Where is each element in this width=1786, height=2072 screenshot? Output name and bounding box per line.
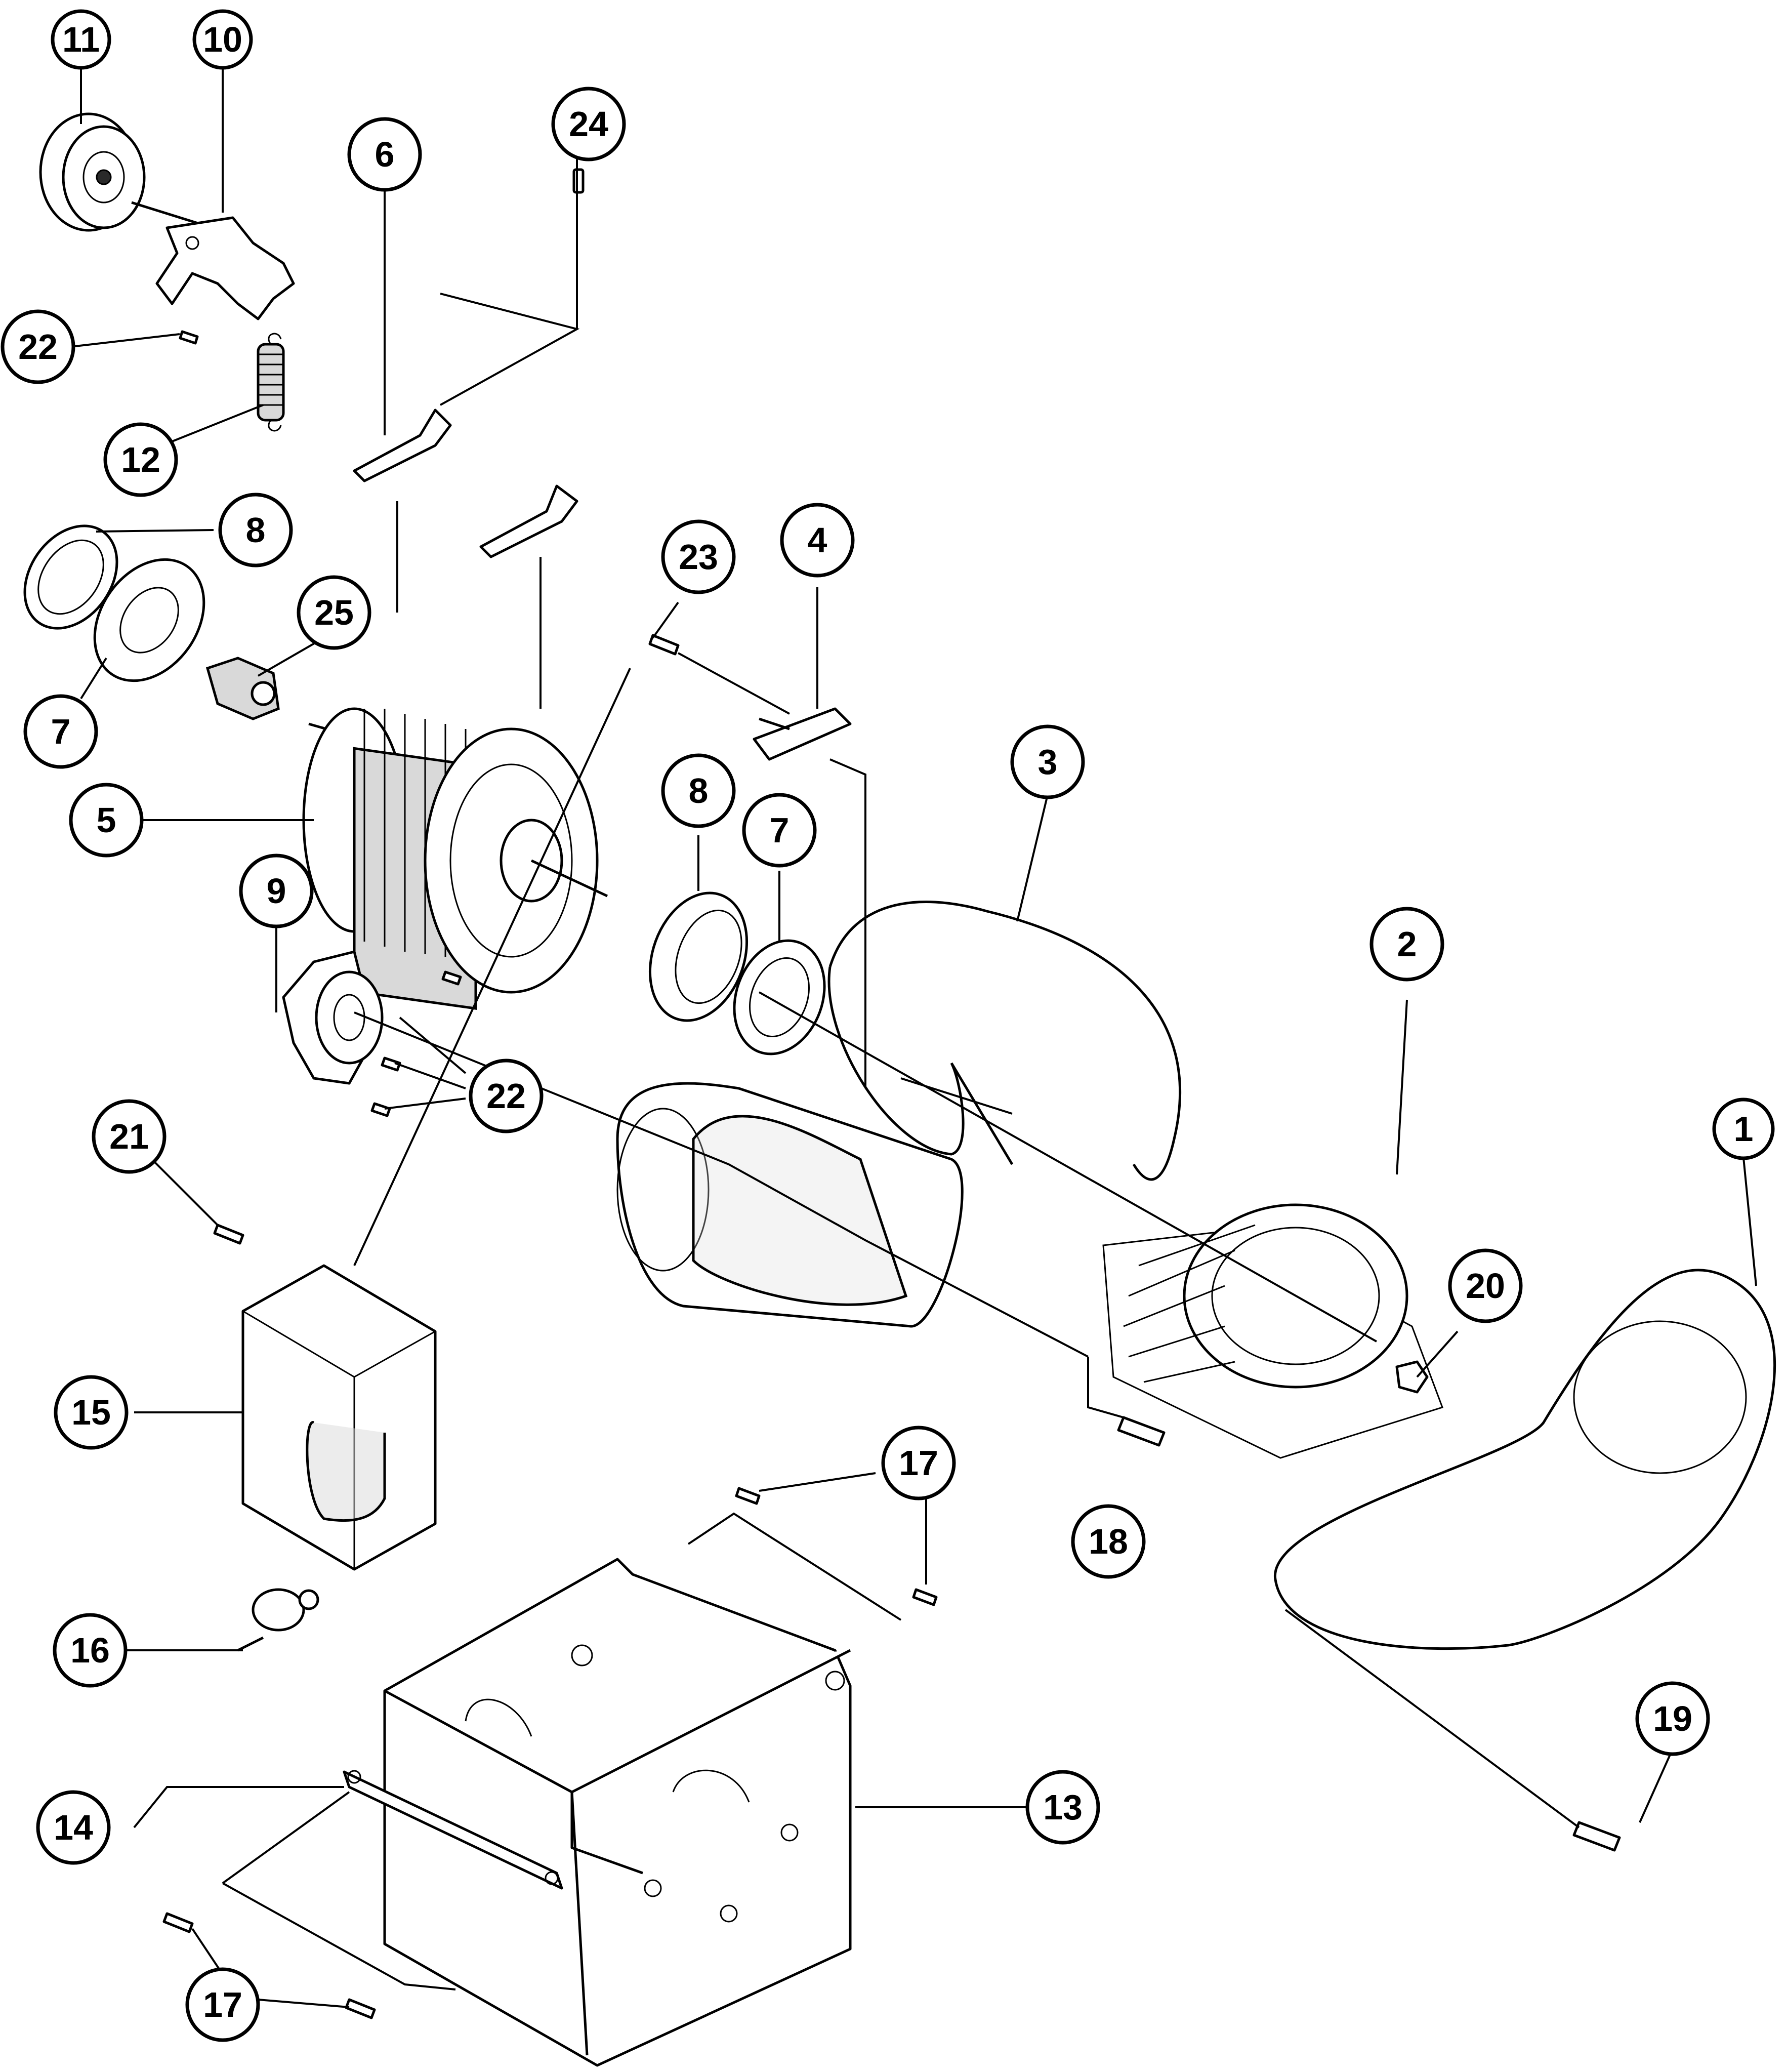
svg-text:14: 14 (54, 1808, 93, 1847)
blower-cover (1274, 1269, 1776, 1650)
callout-14: 14 (36, 1790, 111, 1865)
svg-text:17: 17 (899, 1443, 938, 1483)
screw-22-upper (179, 330, 199, 345)
callout-7-lower: 7 (742, 793, 817, 868)
callout-2: 2 (1369, 907, 1444, 982)
screw-23 (648, 634, 680, 656)
capacitor (241, 1264, 437, 1571)
svg-text:8: 8 (689, 771, 709, 810)
svg-text:5: 5 (97, 800, 116, 840)
svg-text:17: 17 (203, 1985, 242, 2024)
bearing-lower (648, 891, 749, 1022)
callout-15: 15 (54, 1375, 129, 1450)
svg-text:3: 3 (1038, 742, 1058, 782)
svg-text:1: 1 (1734, 1109, 1754, 1149)
callout-16: 16 (53, 1613, 128, 1688)
bearing-upper (23, 524, 118, 630)
callout-13: 13 (1025, 1770, 1100, 1845)
leader-lines (74, 67, 1757, 2008)
svg-text:18: 18 (1089, 1522, 1128, 1561)
motor-clamp-upper (353, 409, 452, 482)
callout-8-lower: 8 (661, 753, 736, 828)
svg-text:12: 12 (121, 440, 160, 479)
callout-6: 6 (347, 117, 422, 192)
svg-text:20: 20 (1466, 1266, 1505, 1306)
svg-text:23: 23 (679, 537, 718, 577)
svg-text:8: 8 (246, 510, 266, 550)
blower-nut (1395, 1360, 1429, 1394)
callout-5: 5 (69, 783, 144, 858)
screw-19 (1572, 1821, 1621, 1852)
screw-18 (1117, 1416, 1166, 1447)
callout-17-upper: 17 (881, 1426, 956, 1500)
callout-8-upper: 8 (218, 493, 293, 567)
svg-text:19: 19 (1653, 1699, 1692, 1738)
callout-21: 21 (92, 1099, 167, 1174)
tension-spring (257, 333, 285, 432)
callout-1: 1 (1712, 1098, 1775, 1160)
svg-text:4: 4 (808, 520, 827, 560)
svg-text:13: 13 (1043, 1787, 1083, 1827)
blower-wheel (1102, 1203, 1443, 1459)
svg-text:25: 25 (314, 593, 354, 632)
callout-22-upper: 22 (1, 309, 75, 384)
screw-24 (572, 168, 585, 194)
washer-lower (733, 939, 826, 1055)
switch-bracket (753, 707, 852, 761)
callout-18: 18 (1071, 1504, 1146, 1579)
wire-clip (237, 1588, 319, 1652)
drive-motor (302, 707, 608, 1010)
idler-pulley (39, 112, 146, 232)
svg-text:10: 10 (203, 20, 242, 59)
callout-20: 20 (1448, 1248, 1523, 1323)
callout-12: 12 (103, 422, 178, 497)
idler-bracket (131, 201, 295, 320)
callout-7-upper: 7 (23, 694, 98, 769)
callout-25: 25 (297, 575, 371, 650)
screw-21 (213, 1224, 244, 1245)
callout-24: 24 (551, 87, 626, 161)
motor-mount-bracket (383, 1558, 852, 2067)
svg-text:24: 24 (569, 104, 608, 144)
callout-17-lower: 17 (185, 1967, 260, 2042)
screws-17 (162, 1487, 938, 2019)
svg-text:7: 7 (51, 712, 71, 751)
callout-9: 9 (239, 854, 314, 928)
callout-10: 10 (192, 9, 253, 70)
svg-text:22: 22 (18, 327, 58, 367)
callout-19: 19 (1635, 1681, 1710, 1756)
svg-text:6: 6 (375, 135, 395, 174)
svg-text:2: 2 (1397, 924, 1417, 964)
callout-4: 4 (780, 503, 855, 578)
svg-text:21: 21 (109, 1117, 149, 1156)
callout-11: 11 (51, 9, 111, 70)
washer-upper (93, 558, 205, 682)
svg-text:9: 9 (267, 871, 286, 911)
svg-text:15: 15 (71, 1393, 111, 1432)
svg-text:11: 11 (62, 20, 100, 59)
cooling-fan (282, 950, 384, 1085)
screws-22-lower (370, 970, 462, 1117)
svg-text:7: 7 (770, 810, 790, 850)
callout-22-lower: 22 (469, 1059, 544, 1133)
callout-23: 23 (661, 519, 736, 594)
motor-pulley (205, 657, 280, 720)
svg-text:22: 22 (486, 1076, 526, 1116)
callout-3: 3 (1010, 724, 1085, 799)
svg-text:16: 16 (70, 1631, 110, 1670)
blower-housing (616, 901, 1182, 1328)
support-rod (343, 1770, 563, 1890)
motor-clamp-lower (479, 484, 578, 558)
